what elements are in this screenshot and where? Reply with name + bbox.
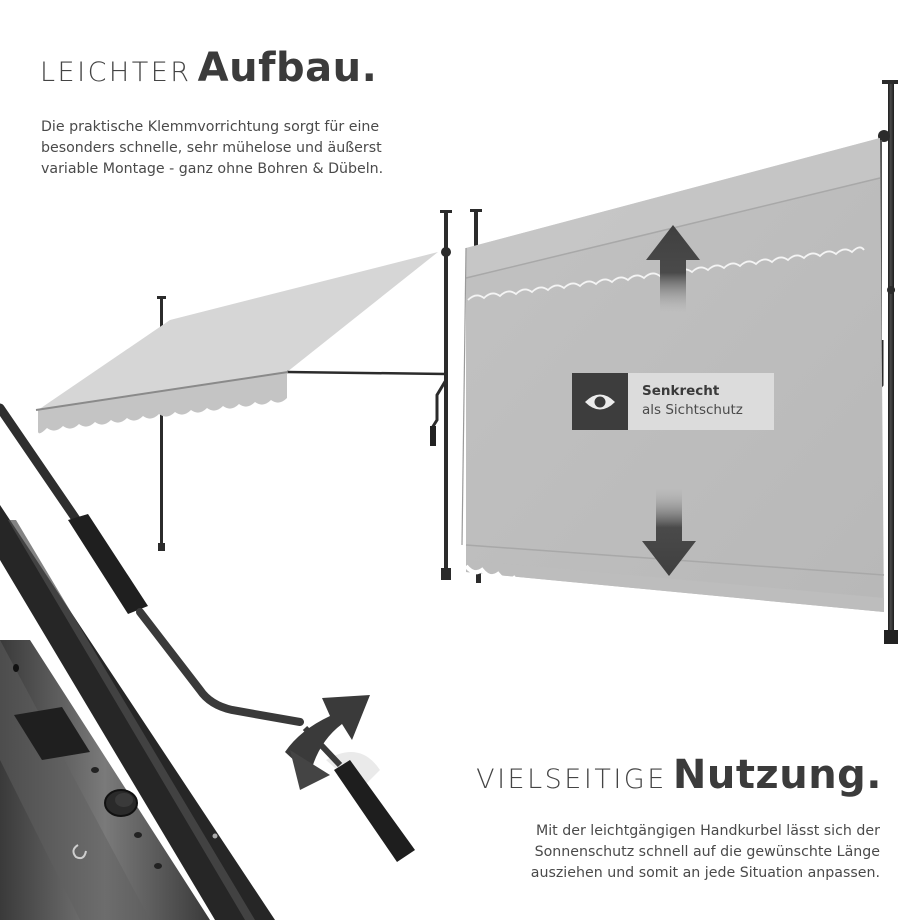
- closeup-crank: [0, 403, 415, 862]
- closeup-pole-large: [0, 505, 275, 920]
- headline-bottom-bold: Nutzung.: [672, 752, 882, 798]
- description-bottom: Mit der leichtgängigen Handkurbel lässt …: [460, 821, 880, 884]
- description-line: besonders schnelle, sehr mühelose und äu…: [41, 140, 382, 156]
- description-line: Die praktische Klemmvorrichtung sorgt fü…: [41, 119, 380, 135]
- headline-top: LEICHTER Aufbau.: [40, 45, 377, 91]
- arrow-down-icon: [642, 488, 696, 576]
- badge-title: Senkrecht: [642, 383, 720, 399]
- eye-icon: [572, 373, 628, 430]
- headline-top-light: LEICHTER: [40, 57, 192, 88]
- closeup-telescopic-pole: [0, 640, 210, 920]
- description-top: Die praktische Klemmvorrichtung sorgt fü…: [41, 117, 431, 180]
- badge-text: Senkrecht als Sichtschutz: [628, 373, 774, 430]
- headline-top-bold: Aufbau.: [197, 45, 378, 91]
- description-line: Mit der leichtgängigen Handkurbel lässt …: [535, 823, 880, 839]
- headline-bottom-light: VIELSEITIGE: [476, 764, 667, 795]
- arrow-up-icon: [646, 225, 700, 312]
- badge-subtitle: als Sichtschutz: [642, 402, 743, 418]
- description-line: variable Montage - ganz ohne Bohren & Dü…: [41, 161, 384, 177]
- headline-bottom: VIELSEITIGE Nutzung.: [476, 752, 882, 798]
- description-line: ausziehen und somit an jede Situation an…: [530, 865, 880, 881]
- awning-horizontal: [35, 210, 452, 580]
- privacy-badge: Senkrecht als Sichtschutz: [572, 373, 774, 430]
- description-line: Sonnenschutz schnell auf die gewünschte …: [534, 844, 880, 860]
